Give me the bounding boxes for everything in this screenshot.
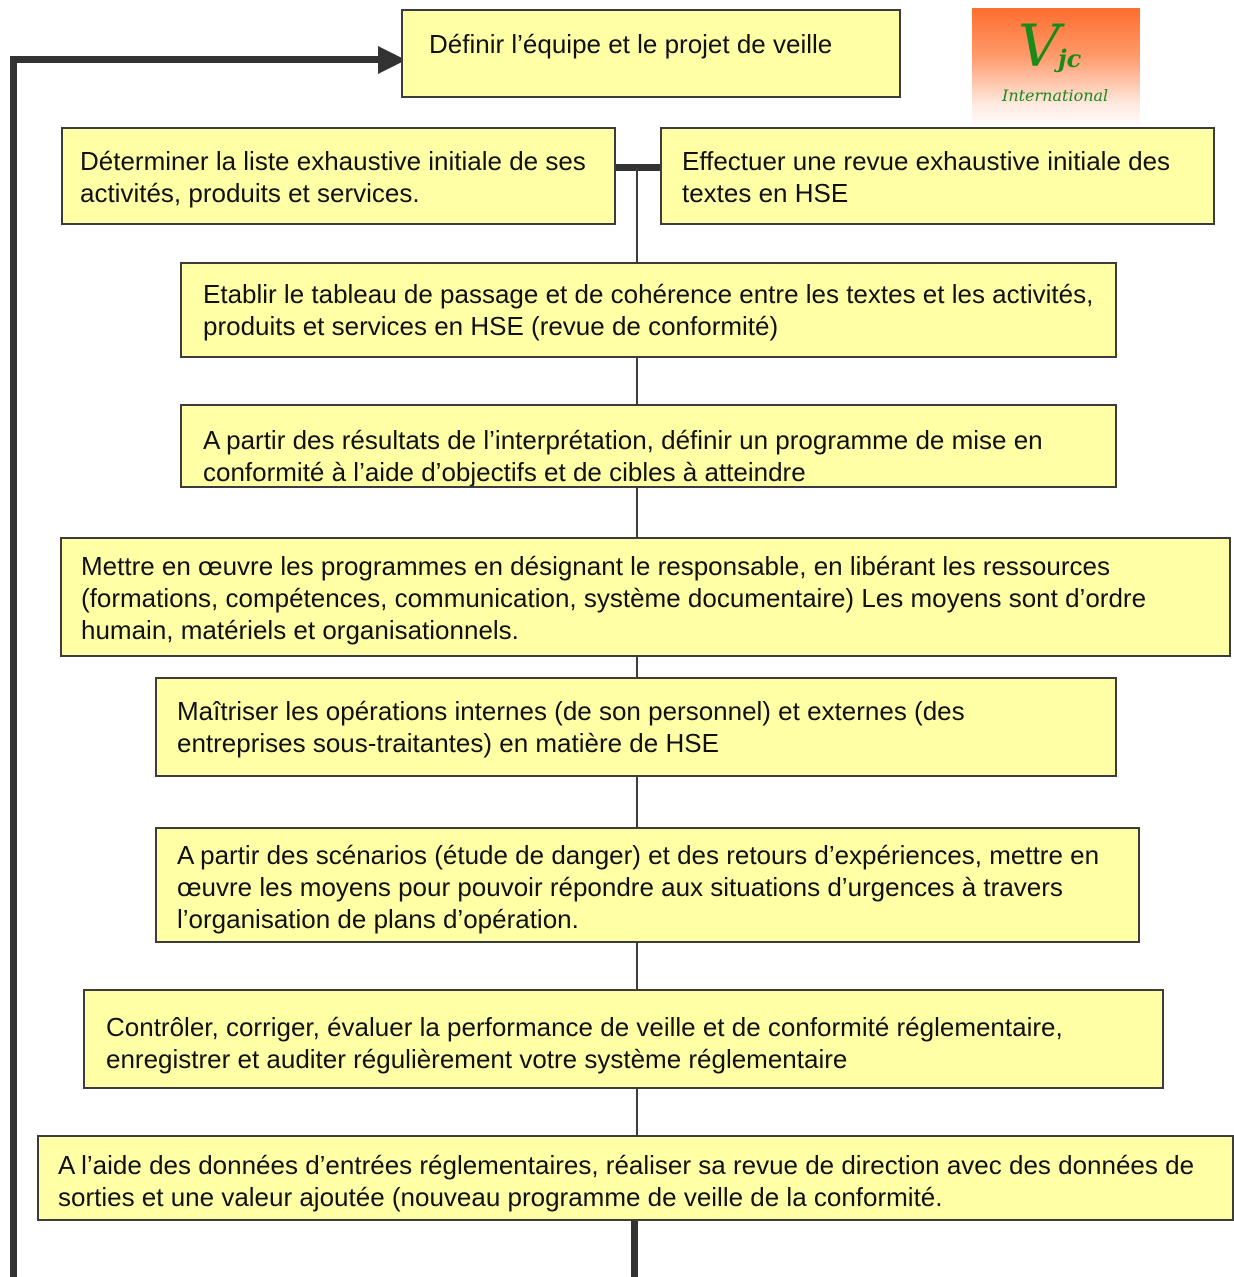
step-monitor-evaluate-text: Contrôler, corriger, évaluer la performa… [106, 1012, 1063, 1074]
arrowhead-icon [378, 46, 406, 74]
step-correspondence-table: Etablir le tableau de passage et de cohé… [180, 262, 1117, 358]
connector-exit [631, 1215, 638, 1277]
logo-mark: V [1018, 12, 1060, 80]
step-correspondence-table-text: Etablir le tableau de passage et de cohé… [203, 279, 1094, 341]
step-control-operations-text: Maîtriser les opérations internes (de so… [177, 696, 965, 758]
logo-subscript: jc [1058, 44, 1082, 73]
logo-word: International [1002, 86, 1109, 105]
step-review-texts-text: Effectuer une revue exhaustive initiale … [682, 146, 1171, 208]
step-implement-programs-text: Mettre en œuvre les programmes en désign… [81, 551, 1147, 645]
step-management-review: A l’aide des données d’entrées réglement… [37, 1135, 1234, 1221]
step-list-activities: Déterminer la liste exhaustive initiale … [61, 127, 616, 225]
step-emergency-response: A partir des scénarios (étude de danger)… [155, 827, 1140, 943]
connector-pair-bar [614, 164, 662, 171]
step-define-team-text: Définir l’équipe et le projet de veille [429, 29, 833, 59]
step-compliance-program: A partir des résultats de l’interprétati… [180, 404, 1117, 488]
feedback-loop-top [10, 56, 392, 63]
step-list-activities-text: Déterminer la liste exhaustive initiale … [80, 146, 586, 208]
step-management-review-text: A l’aide des données d’entrées réglement… [58, 1150, 1195, 1212]
step-define-team: Définir l’équipe et le projet de veille [401, 9, 901, 98]
step-implement-programs: Mettre en œuvre les programmes en désign… [60, 537, 1231, 657]
vjc-international-logo: V jc International [972, 8, 1140, 128]
step-review-texts: Effectuer une revue exhaustive initiale … [660, 127, 1215, 225]
step-emergency-response-text: A partir des scénarios (étude de danger)… [177, 840, 1100, 934]
step-control-operations: Maîtriser les opérations internes (de so… [155, 677, 1117, 777]
feedback-loop-vertical [10, 56, 17, 1277]
step-compliance-program-text: A partir des résultats de l’interprétati… [203, 425, 1043, 487]
step-monitor-evaluate: Contrôler, corriger, évaluer la performa… [83, 989, 1164, 1089]
